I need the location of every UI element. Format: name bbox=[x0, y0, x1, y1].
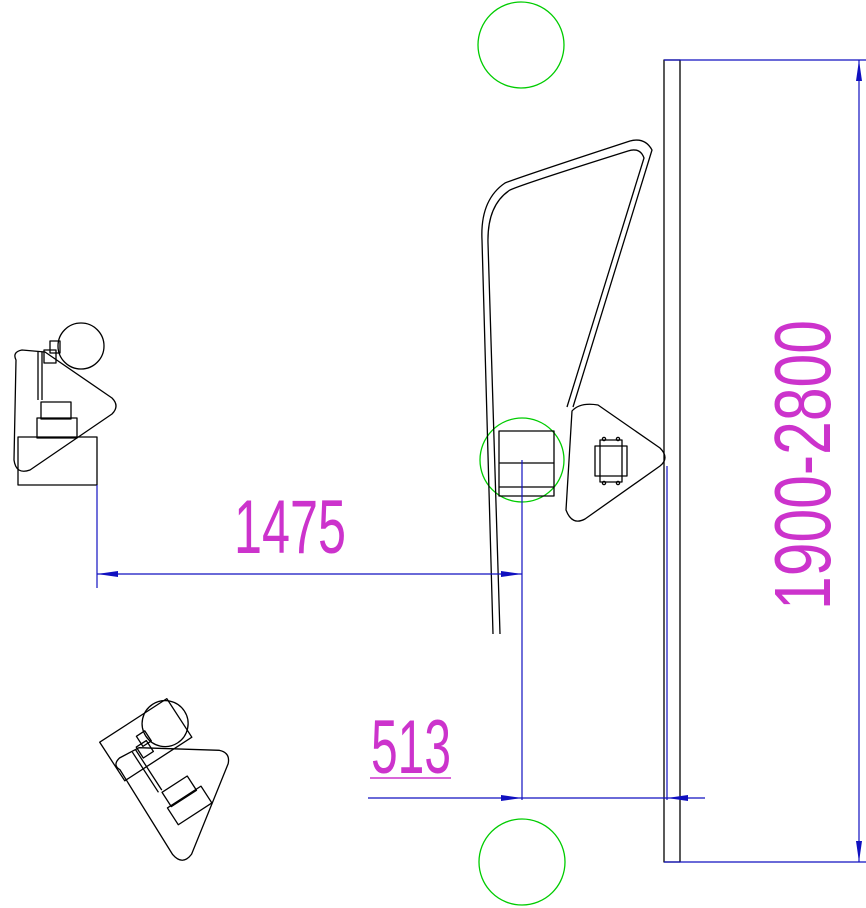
lower-person-figure bbox=[99, 698, 230, 861]
dimension-label-1900-2800: 1900-2800 bbox=[758, 320, 847, 610]
dimension-1475 bbox=[96, 460, 523, 800]
left-person-figure bbox=[13, 322, 117, 486]
bottom-green-circle bbox=[478, 818, 566, 906]
turnstile-housing bbox=[565, 403, 666, 522]
seat-frame bbox=[481, 139, 653, 635]
seat-base bbox=[498, 430, 555, 497]
top-green-circle bbox=[477, 1, 565, 89]
dimension-513 bbox=[368, 466, 705, 801]
dimension-label-513: 513 bbox=[371, 705, 451, 790]
dimension-1900-2800 bbox=[664, 59, 866, 863]
dimension-label-1475: 1475 bbox=[234, 485, 346, 570]
